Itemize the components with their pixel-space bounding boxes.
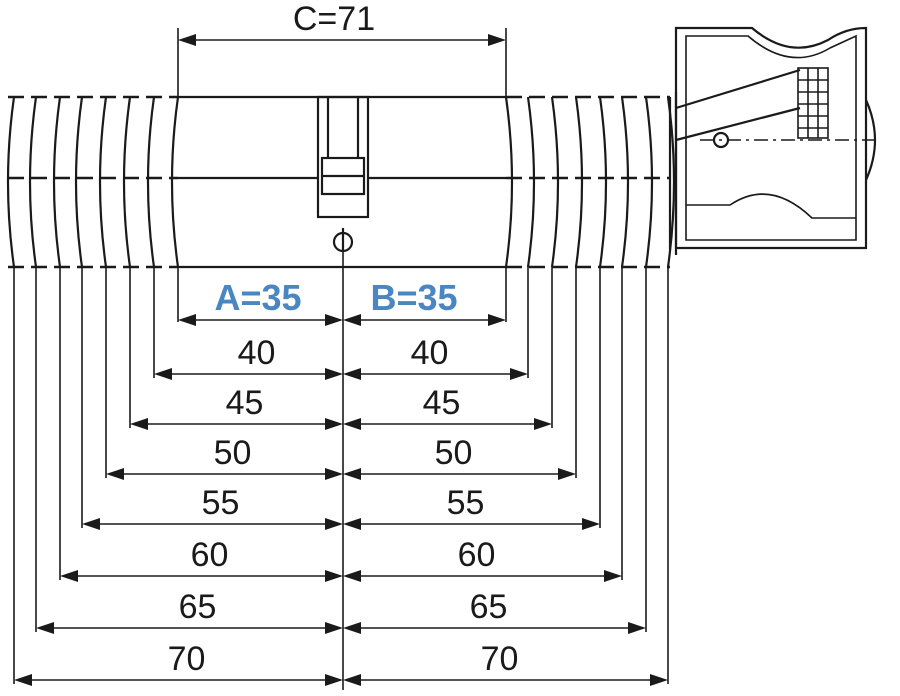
left-end-faces [6,96,156,268]
arrowhead [343,570,361,582]
left-length-label: 55 [202,484,240,522]
right-length-label: 55 [447,484,485,522]
arrowhead [628,622,646,634]
arrowhead [325,368,343,380]
arrowhead [343,418,361,430]
length-extension-lines [8,95,670,269]
right-end-faces [526,96,676,268]
length-row: 45 45 [129,267,553,430]
arrowhead [650,674,668,686]
right-end-face-arc [526,96,536,268]
right-length-label: 50 [435,434,473,472]
arrowhead [343,622,361,634]
arrowhead [343,368,361,380]
length-row: 40 40 [153,267,529,380]
arrowhead [558,468,576,480]
overall-length-dimension: C=71 [177,0,507,97]
length-row: 55 55 [81,267,601,530]
left-length-label: 50 [214,434,252,472]
arrowhead [82,518,100,530]
arrowhead [130,418,148,430]
right-end-face-arc [550,96,560,268]
left-end-face-arc [28,96,38,268]
arrowhead [14,674,32,686]
left-length-label: 60 [191,536,229,574]
left-end-face-arc [6,96,16,268]
left-end-face-arc [52,96,62,268]
arrowhead [154,368,172,380]
thumb-turn-knob [668,26,880,255]
arrowhead [343,468,361,480]
right-end-face-arc [620,96,630,268]
length-dimension-rows: 40 40 45 45 50 50 55 55 60 60 65 65 70 70 [13,267,669,686]
arrowhead [106,468,124,480]
overall-length-label: C=71 [293,0,375,38]
length-row: 50 50 [105,267,577,480]
arrowhead [534,418,552,430]
left-length-label: 65 [179,588,217,626]
arrowhead [510,368,528,380]
right-length-label: 45 [423,384,461,422]
right-end-face-arc [644,96,654,268]
arrowhead [325,674,343,686]
left-length-label: 45 [226,384,264,422]
left-end-face-arc [146,96,156,268]
left-length-label: 40 [238,334,276,372]
right-end-face-arc [598,96,608,268]
left-length-label: 70 [168,640,206,678]
right-end-face-arc [574,96,584,268]
right-length-label: 65 [470,588,508,626]
arrowhead [325,468,343,480]
length-row: 65 65 [35,267,647,634]
left-end-face-arc [74,96,84,268]
right-length-label: 60 [458,536,496,574]
ab-dimension: A=35 B=35 [177,267,507,326]
left-end-face-arc [98,96,108,268]
arrowhead [36,622,54,634]
length-row: 60 60 [59,267,623,582]
arrowhead [325,622,343,634]
arrowhead [343,518,361,530]
length-row: 70 70 [13,267,669,686]
side-a-label: A=35 [214,277,301,318]
side-b-label: B=35 [370,277,457,318]
arrowhead [325,518,343,530]
right-length-label: 40 [411,334,449,372]
arrowhead [343,674,361,686]
arrowhead [604,570,622,582]
arrowhead [325,418,343,430]
cam-tab [316,95,370,219]
arrowhead [325,570,343,582]
right-length-label: 70 [481,640,519,678]
left-end-face-arc [122,96,132,268]
arrowhead [582,518,600,530]
arrowhead [60,570,78,582]
